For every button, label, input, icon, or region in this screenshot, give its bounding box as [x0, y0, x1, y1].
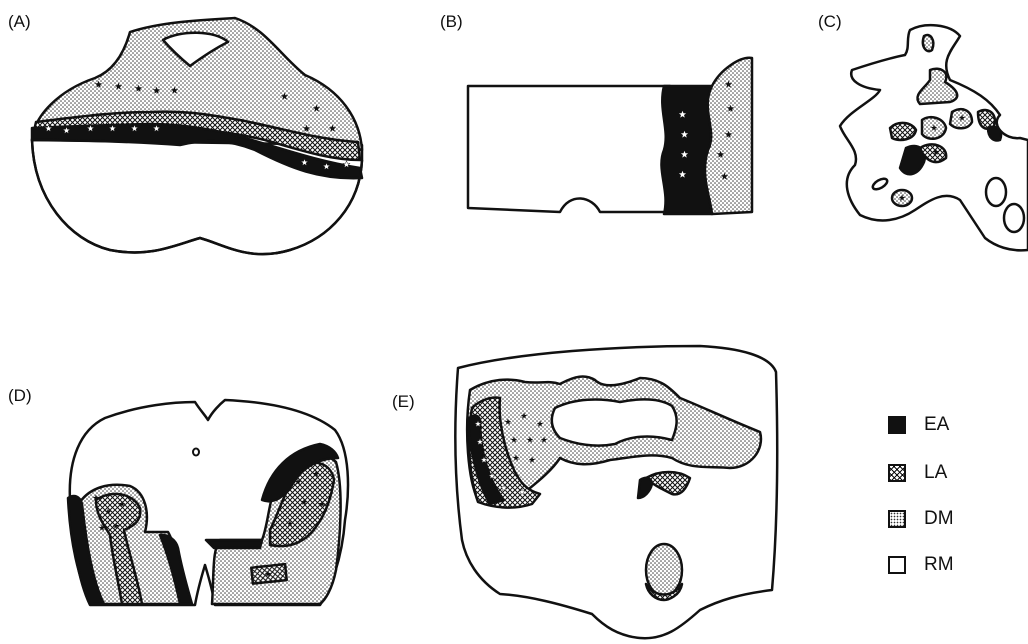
panel-d-diagram: [68, 400, 348, 605]
panel-a-diagram: [32, 18, 362, 254]
panel-label-d: (D): [8, 386, 32, 406]
panel-d-central-canal: [193, 449, 199, 456]
legend-swatch-dm: [888, 510, 906, 528]
panel-c-rm-oval-2: [986, 178, 1006, 206]
panel-label-c: (C): [818, 12, 842, 32]
panel-c-ea-spot-2: [988, 127, 1001, 141]
legend-label-rm: RM: [924, 554, 954, 576]
legend-label-dm: DM: [924, 508, 954, 530]
legend-item-rm: RM: [888, 554, 954, 576]
panel-d-right-ea-2: [206, 540, 262, 548]
legend-swatch-rm: [888, 556, 906, 574]
panel-e-dm-oval: [646, 544, 682, 596]
panel-label-e: (E): [392, 392, 415, 412]
legend-item-la: LA: [888, 462, 947, 484]
legend-label-ea: EA: [924, 414, 949, 436]
legend-swatch-ea: [888, 416, 906, 434]
panel-c-la-spot-1: [890, 123, 916, 140]
legend-item-ea: EA: [888, 414, 949, 436]
panel-c-diagram: [840, 25, 1028, 250]
panel-label-a: (A): [8, 12, 31, 32]
panel-label-b: (B): [440, 12, 463, 32]
panel-b-diagram: [468, 58, 752, 214]
panel-b-rm-block: [468, 86, 670, 212]
legend-item-dm: DM: [888, 508, 954, 530]
panel-c-dm-spot-1: [923, 35, 933, 51]
panel-c-rm-oval-3: [1004, 204, 1024, 232]
legend-swatch-la: [888, 464, 906, 482]
panel-b-ea-band: [661, 86, 712, 214]
panel-e-diagram: [455, 346, 777, 638]
legend-label-la: LA: [924, 462, 947, 484]
